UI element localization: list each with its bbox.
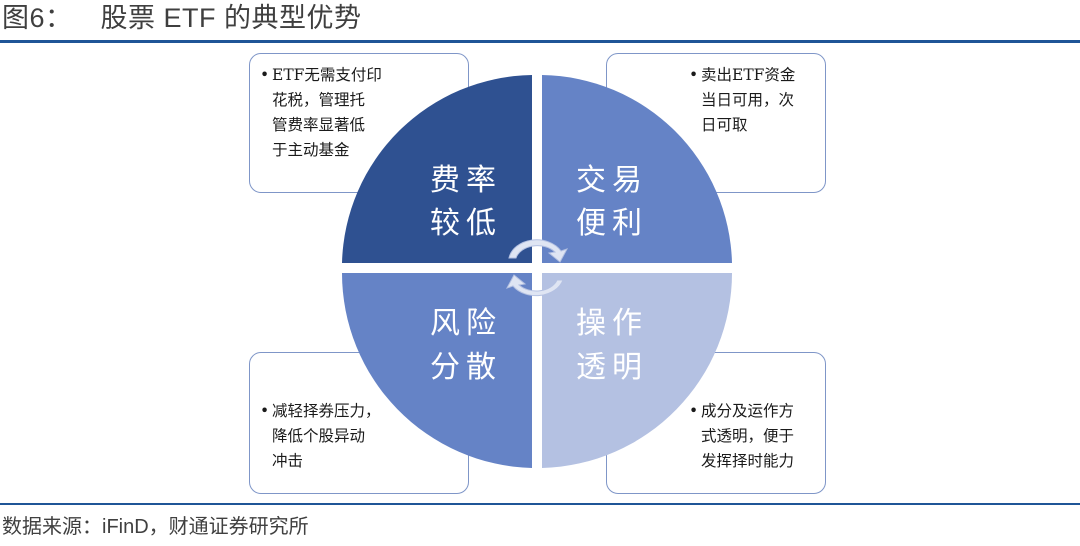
quadrant-bottom-right [542,273,732,468]
note-text: •成分及运作方 式透明，便于 发挥择时能力 [689,399,841,474]
quadrant-label-top-right: 便利 [576,206,648,241]
bullet-icon: • [689,66,699,84]
quadrant-label-bottom-right: 透明 [576,350,648,385]
cycle-arrows-icon [505,239,569,297]
quadrant-bottom-left [342,273,532,468]
quadrant-label-top-right: 交易 [576,163,648,198]
bullet-icon: • [260,402,270,420]
source-note: 数据来源：iFinD，财通证券研究所 [2,516,309,538]
note-text: •减轻择券压力， 降低个股异动 冲击 [260,399,432,474]
title-divider [0,40,1080,43]
bullet-icon: • [260,66,270,84]
note-text: •卖出ETF资金 当日可用，次 日可取 [689,63,841,138]
footer-divider [0,503,1080,505]
quadrant-label-bottom-left: 分散 [430,350,502,385]
quadrant-label-bottom-left: 风险 [430,306,502,341]
quadrant-label-top-left: 较低 [430,206,502,241]
quadrant-top-right [542,75,732,263]
quadrant-label-top-left: 费率 [430,163,502,198]
figure-title: 图6： 股票 ETF 的典型优势 [2,0,362,36]
figure-number: 图6： [2,3,73,33]
quadrant-label-bottom-right: 操作 [576,306,648,341]
figure-title-text: 股票 ETF 的典型优势 [100,3,362,33]
bullet-icon: • [689,402,699,420]
quadrant-top-left [342,75,532,263]
note-text: •ETF无需支付印 花税，管理托 管费率显著低 于主动基金 [260,63,432,163]
